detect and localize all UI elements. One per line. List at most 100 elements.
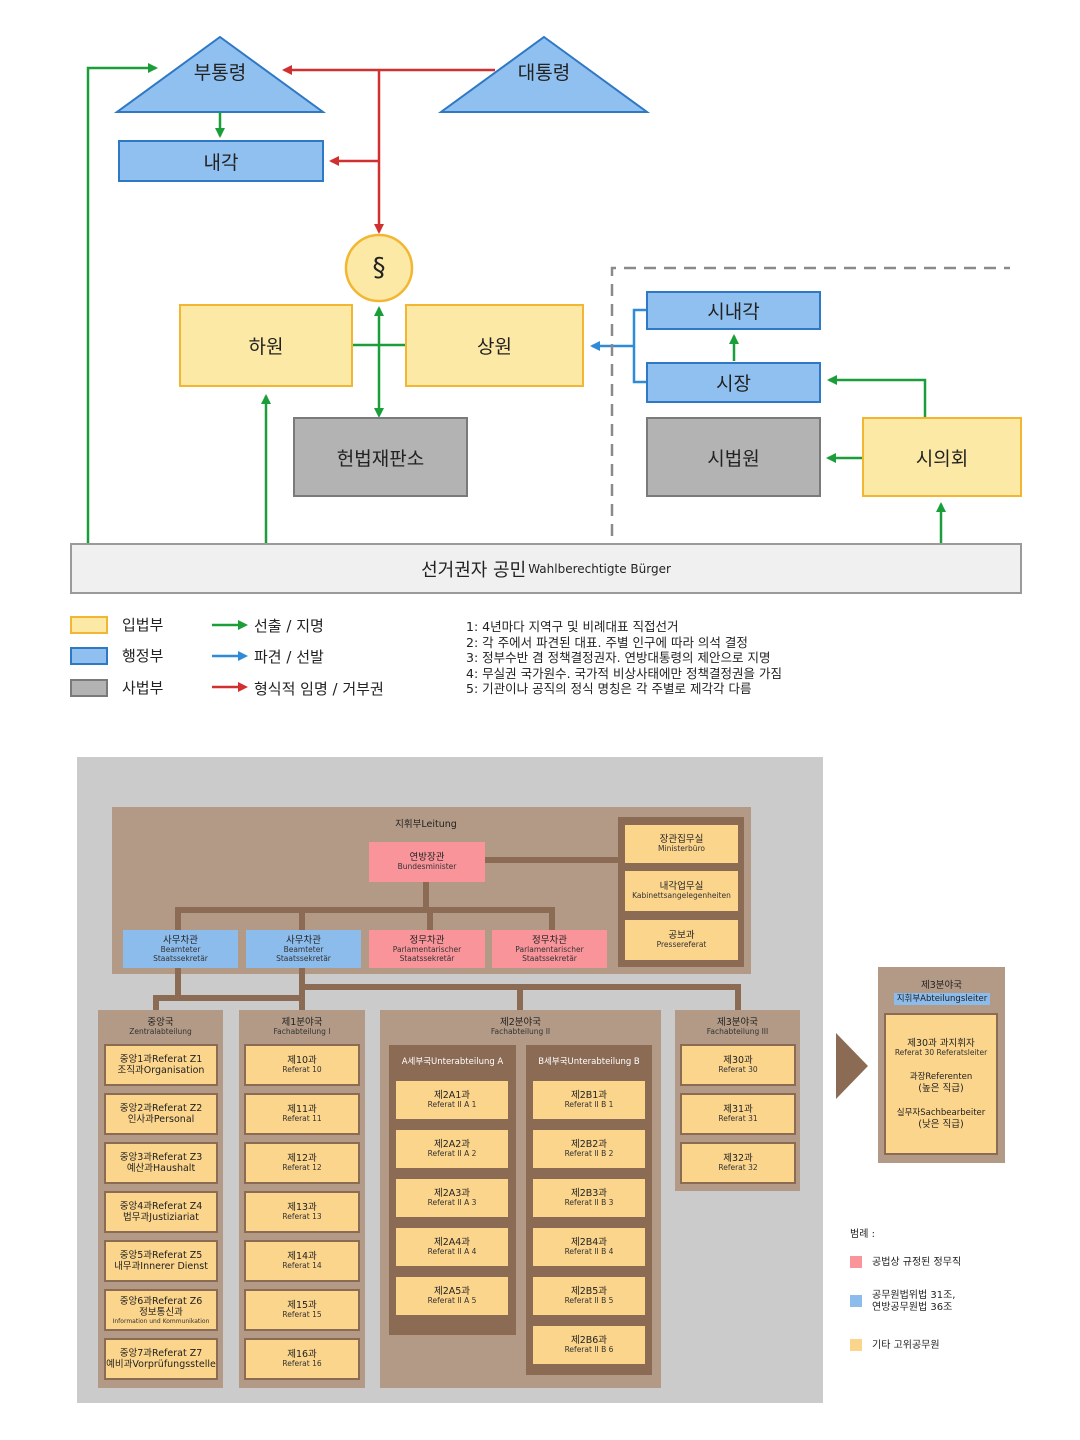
kabinett-german-label: Kabinettsangelegenheiten <box>632 891 731 901</box>
dept3-unit-german-label: Referat 30 <box>718 1065 758 1075</box>
central-unit-sub: 내무과Innerer Dienst <box>114 1261 208 1272</box>
subdivision-a-unit-label: 제2A2과 <box>433 1139 471 1151</box>
legislative-swatch <box>70 615 108 634</box>
subdivision-a-unit-label: 제2A5과 <box>433 1286 471 1298</box>
central-unit-german-label: Information und Kommunikation <box>112 1317 210 1325</box>
president-label: 대통령 <box>517 61 571 84</box>
cabinet-box: 내각 <box>118 140 324 182</box>
upper-house-label: 상원 <box>477 336 512 358</box>
dept1-unit-label: 제14과 <box>287 1251 317 1263</box>
detail-referent-rank: (높은 직급) <box>918 1082 964 1094</box>
subdivision-a-unit-label: 제2A1과 <box>433 1090 471 1102</box>
central-unit-sub: 예산과Haushalt <box>126 1163 196 1174</box>
legend-executive: 행정부 <box>70 645 163 666</box>
presse-label: 공보과 <box>668 930 695 942</box>
central-unit: 중앙3과Referat Z3 예산과Haushalt <box>104 1142 218 1184</box>
central-unit-sub: 정보통신과 <box>139 1306 183 1318</box>
subdivision-b-unit: 제2B6과 Referat II B 6 <box>531 1324 647 1366</box>
minister-label: 연방장관 <box>409 852 445 864</box>
secretary-label: 정무차관 <box>409 935 445 946</box>
legend-formal-label: 형식적 임명 / 거부권 <box>254 680 384 698</box>
central-unit-label: 중앙1과Referat Z1 <box>119 1054 203 1065</box>
leadership-title: 지휘부Leitung <box>395 818 457 830</box>
org-legend-pink-swatch <box>850 1256 862 1268</box>
city-court-label: 시법원 <box>707 447 760 470</box>
dept1-unit-german-label: Referat 15 <box>282 1310 322 1320</box>
dept3-unit-german-label: Referat 32 <box>718 1163 758 1173</box>
org-legend-blue-label-2: 연방공무원법 36조 <box>872 1302 953 1313</box>
detail-title: 제3분야국 <box>920 980 962 991</box>
judicial-swatch <box>70 678 108 697</box>
central-department-label: 중앙국 <box>147 1017 174 1029</box>
subdivision-b-unit-label: 제2B4과 <box>570 1237 608 1249</box>
kabinett-box: 내각업무실 Kabinettsangelegenheiten <box>625 871 738 911</box>
dept1-unit-label: 제11과 <box>287 1104 317 1116</box>
department-2-header: 제2분야국 Fachabteilung II <box>380 1016 661 1038</box>
central-unit-sub: 인사과Personal <box>127 1114 195 1125</box>
central-unit-label: 중앙3과Referat Z3 <box>119 1152 203 1163</box>
subdivision-b-unit-label: 제2B6과 <box>570 1335 608 1347</box>
subdivision-b-unit-label: 제2B2과 <box>570 1139 608 1151</box>
government-diagram-lines <box>86 35 1010 543</box>
secretary-german-label: Beamteter <box>283 945 324 954</box>
subdivision-a-title: A세부국Unterabteilung A <box>401 1056 504 1067</box>
dept3-unit-label: 제30과 <box>723 1055 753 1067</box>
central-unit-sub: 법무과Justiziariat <box>123 1212 199 1223</box>
subdivision-b-unit-german-label: Referat II B 1 <box>564 1100 614 1110</box>
dept1-unit-label: 제13과 <box>287 1202 317 1214</box>
central-unit: 중앙6과Referat Z6 정보통신과 Information und Kom… <box>104 1289 218 1331</box>
city-cabinet-box: 시내각 <box>646 291 821 330</box>
subdivision-b-unit: 제2B4과 Referat II B 4 <box>531 1226 647 1268</box>
department-2-label: 제2분야국 <box>499 1017 541 1029</box>
legislative-label: 입법부 <box>122 616 164 634</box>
subdivision-a-unit-german-label: Referat II A 3 <box>427 1198 477 1208</box>
detail-clerk-label: 실무자Sachbearbeiter <box>896 1107 986 1118</box>
dept3-unit: 제30과 Referat 30 <box>680 1044 796 1086</box>
department-3-label: 제3분야국 <box>716 1017 758 1029</box>
department-2-german-label: Fachabteilung II <box>490 1027 551 1037</box>
dept1-unit-german-label: Referat 13 <box>282 1212 322 1222</box>
notes: 1: 4년마다 지역구 및 비례대표 직접선거 2: 각 주에서 파견된 대표.… <box>466 619 782 697</box>
department-1-german-label: Fachabteilung I <box>273 1027 331 1037</box>
central-unit-label: 중앙4과Referat Z4 <box>119 1201 203 1212</box>
legend-elect-label: 선출 / 지명 <box>254 617 324 635</box>
constitutional-court-label: 헌법재판소 <box>336 447 425 470</box>
subdivision-b-unit-german-label: Referat II B 2 <box>564 1149 614 1159</box>
city-council-box: 시의회 <box>862 417 1022 497</box>
executive-swatch <box>70 646 108 665</box>
detail-unit-box: 제30과 과지휘자 Referat 30 Referatsleiter 과장Re… <box>884 1013 998 1155</box>
subdivision-a-unit-german-label: Referat II A 2 <box>427 1149 477 1159</box>
executive-label: 행정부 <box>122 647 164 665</box>
note-line: 4: 무실권 국가원수. 국가적 비상사태에만 정책결정권을 가짐 <box>466 665 782 681</box>
subdivision-b-unit-label: 제2B1과 <box>570 1090 608 1102</box>
subdivision-a-unit: 제2A1과 Referat II A 1 <box>394 1079 510 1121</box>
subdivision-b-unit: 제2B2과 Referat II B 2 <box>531 1128 647 1170</box>
presse-german-label: Pressereferat <box>656 940 707 950</box>
central-unit: 중앙5과Referat Z5 내무과Innerer Dienst <box>104 1240 218 1282</box>
presse-box: 공보과 Pressereferat <box>625 920 738 960</box>
dept1-unit-german-label: Referat 11 <box>282 1114 322 1124</box>
secretary-box: 정무차관 Parlamentarischer Staatssekretär <box>492 930 607 968</box>
kabinett-label: 내각업무실 <box>659 881 704 893</box>
org-legend-title: 범례 : <box>850 1229 875 1240</box>
dept1-unit-german-label: Referat 12 <box>282 1163 322 1173</box>
subdivision-a-unit: 제2A3과 Referat II A 3 <box>394 1177 510 1219</box>
subdivision-b-unit: 제2B1과 Referat II B 1 <box>531 1079 647 1121</box>
secretary-german-label: Staatssekretär <box>399 953 455 963</box>
ministerbuero-box: 장관집무실 Ministerbüro <box>625 825 738 863</box>
central-unit-label: 중앙5과Referat Z5 <box>119 1250 203 1261</box>
dept1-unit-label: 제15과 <box>287 1300 317 1312</box>
org-legend-yellow-label: 기타 고위공무원 <box>872 1340 940 1351</box>
secretary-german-label: Beamteter <box>160 945 201 954</box>
constitutional-court-box: 헌법재판소 <box>293 417 468 497</box>
note-line: 3: 정부수반 겸 정책결정권자. 연방대통령의 제안으로 지명 <box>466 650 771 666</box>
secretary-label: 정무차관 <box>532 935 567 946</box>
dept1-unit-german-label: Referat 10 <box>282 1065 322 1075</box>
secretary-box: 사무차관 Beamteter Staatssekretär <box>123 930 238 968</box>
department-1-label: 제1분야국 <box>281 1017 323 1029</box>
subdivision-a-unit-german-label: Referat II A 4 <box>427 1247 477 1257</box>
dept1-unit-label: 제10과 <box>287 1055 317 1067</box>
secretary-label: 사무차관 <box>286 935 321 946</box>
central-unit-label: 중앙6과Referat Z6 <box>119 1295 203 1307</box>
subdivision-b-unit: 제2B5과 Referat II B 5 <box>531 1275 647 1317</box>
